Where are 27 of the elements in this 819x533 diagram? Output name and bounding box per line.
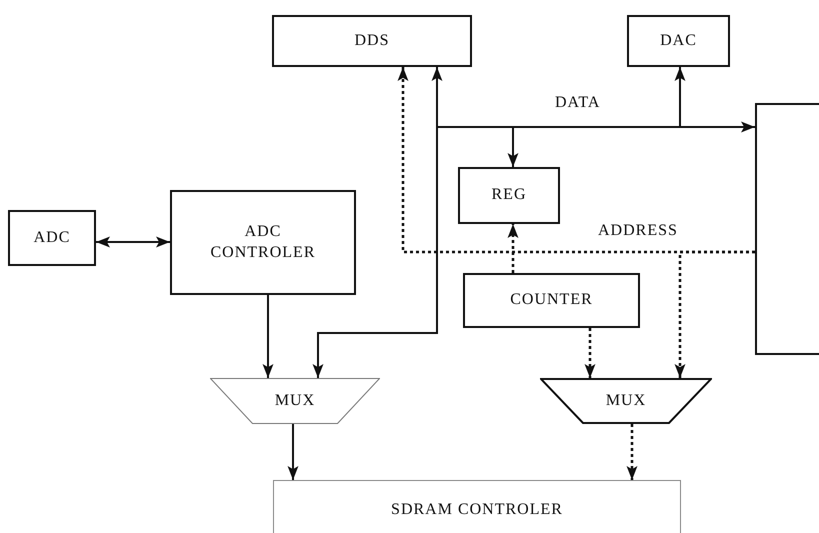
process-box [8, 210, 96, 266]
box-label: ADC CONTROLER [210, 222, 316, 262]
process-box [272, 15, 472, 67]
arrow [96, 236, 170, 248]
arrow [432, 67, 755, 132]
block-box [755, 103, 819, 355]
box-label: DAC [660, 30, 697, 51]
box-label: MUX [274, 390, 316, 411]
process-box [463, 273, 640, 328]
process-box [627, 15, 730, 67]
arrow [288, 424, 298, 480]
mux-trapezoid [540, 378, 712, 424]
dotted-arrow [584, 328, 596, 378]
box-label: MUX [606, 390, 646, 411]
process-box [170, 190, 356, 295]
process-box [273, 480, 681, 533]
dotted-arrow [508, 224, 518, 273]
box-label: DDS [354, 30, 390, 51]
process-box [458, 167, 560, 224]
box-label: REG [492, 185, 526, 206]
arrow [262, 295, 274, 378]
box-label: COUNTER [510, 290, 593, 310]
box-label: ADC [34, 228, 70, 248]
box-label: SDRAM CONTROLER [391, 500, 563, 520]
mux-trapezoid [210, 378, 380, 424]
dotted-arrow [626, 424, 638, 480]
dotted-arrow [674, 250, 755, 378]
